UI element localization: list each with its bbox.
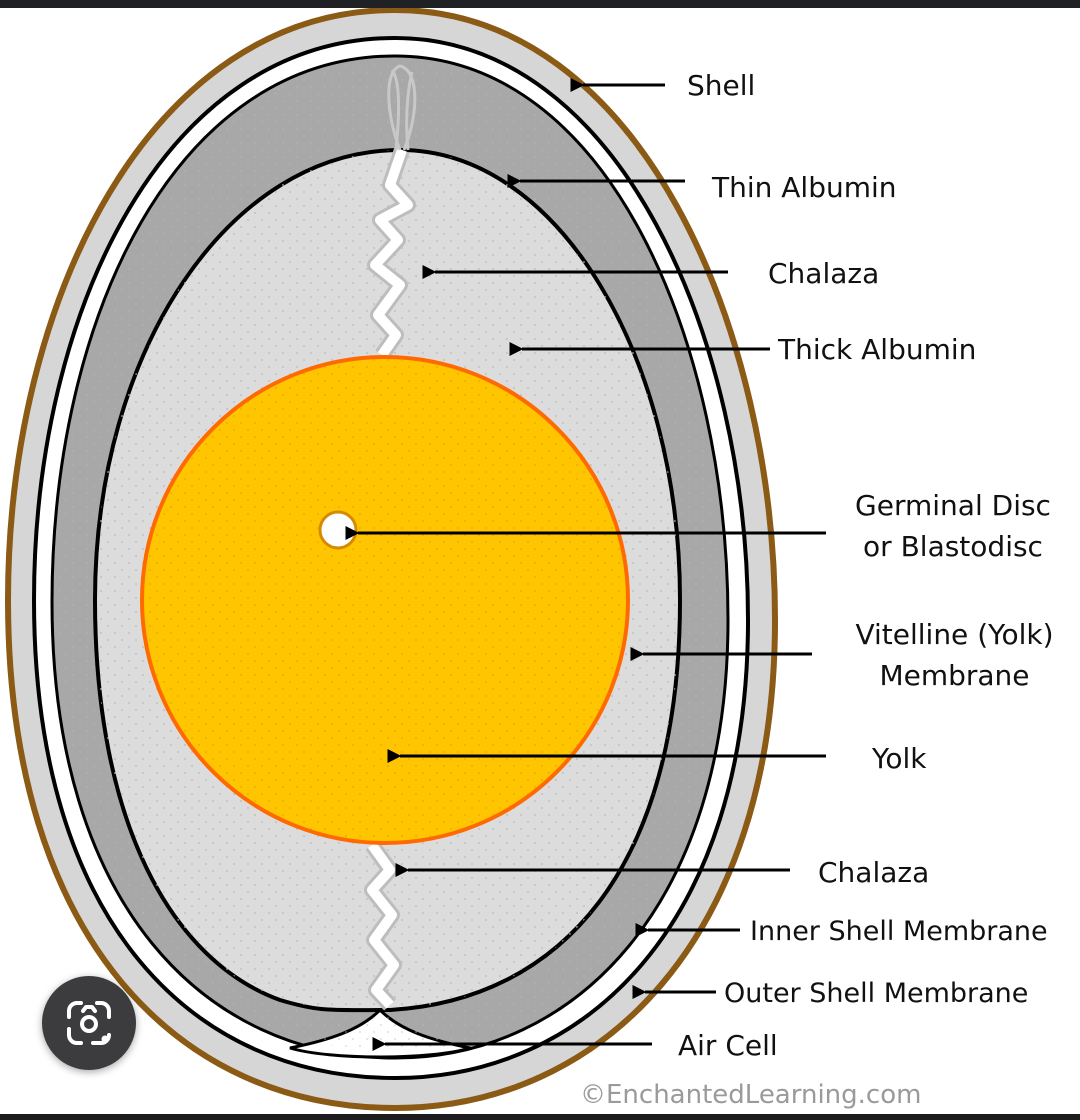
label-thick-albumin: Thick Albumin: [778, 333, 977, 366]
chalaza-bottom-core: [367, 842, 399, 1009]
chalaza-top-strand: [387, 64, 417, 151]
label-air-cell: Air Cell: [678, 1029, 778, 1062]
chalaza-top-core: [370, 148, 413, 358]
label-vitelline-membrane: Vitelline (Yolk) Membrane: [832, 615, 1077, 696]
label-germinal-disc: Germinal Disc or Blastodisc: [838, 486, 1068, 567]
germinal-disc: [318, 510, 358, 550]
pointer-arrows: [345, 78, 826, 1051]
egg-illustration: [4, 8, 826, 1112]
label-inner-shell-membrane: Inner Shell Membrane: [750, 916, 1048, 947]
lens-search-button[interactable]: [42, 976, 136, 1070]
egg-diagram: Shell Thin Albumin Chalaza Thick Albumin…: [0, 8, 1080, 1114]
label-yolk: Yolk: [872, 742, 927, 775]
label-germinal-disc-line2: or Blastodisc: [863, 529, 1043, 563]
google-lens-icon: [67, 1001, 111, 1045]
yolk-texture: [144, 359, 626, 841]
copyright-text: ©EnchantedLearning.com: [580, 1080, 922, 1110]
label-vitelline-line2: Membrane: [879, 658, 1030, 692]
label-chalaza-bottom: Chalaza: [818, 856, 930, 889]
label-germinal-disc-line1: Germinal Disc: [855, 489, 1051, 522]
label-thin-albumin: Thin Albumin: [712, 171, 897, 204]
label-outer-shell-membrane: Outer Shell Membrane: [724, 978, 1029, 1009]
label-chalaza-top: Chalaza: [768, 257, 880, 290]
label-shell: Shell: [687, 69, 756, 102]
top-bar: [0, 0, 1080, 8]
label-vitelline-line1: Vitelline (Yolk): [855, 618, 1054, 651]
